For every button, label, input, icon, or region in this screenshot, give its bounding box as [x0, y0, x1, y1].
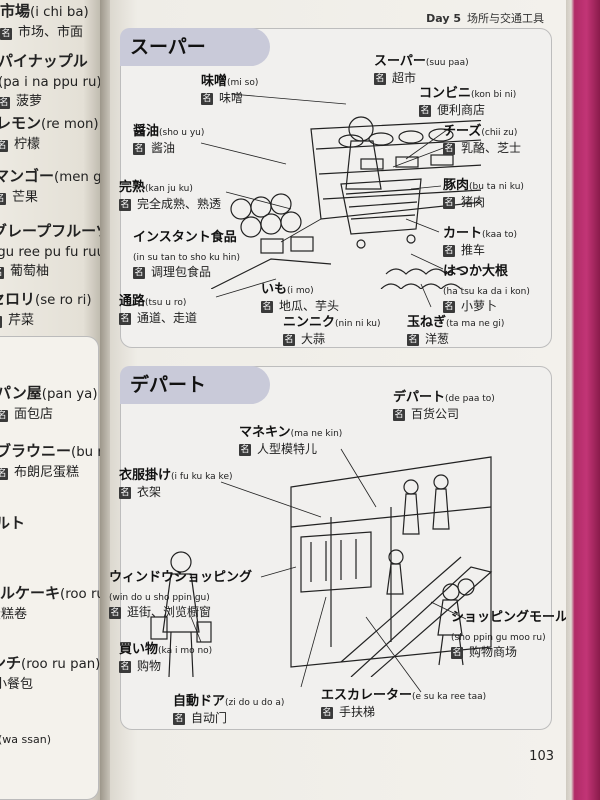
- noun-badge: 名: [133, 142, 145, 155]
- noun-badge: 名: [321, 706, 333, 719]
- left-item-grapefruit: グレープフルーツ(gu ree pu fu ruu tsu) 名葡萄柚: [0, 220, 104, 279]
- entry-ninniku: ニンニク(nin ni ku) 名大蒜: [283, 315, 381, 346]
- noun-badge: 名: [393, 408, 405, 421]
- left-item-lunch: ランチ(roo ru pan) 名小餐包: [0, 654, 101, 692]
- supermarket-illustration: [211, 116, 481, 289]
- department-section: デパート: [109, 366, 568, 730]
- left-item-tart: タルト: [0, 514, 26, 532]
- noun-badge: 名: [407, 333, 419, 346]
- noun-badge: 名: [173, 712, 185, 725]
- noun-badge: 名: [451, 647, 463, 660]
- noun-badge: 名: [443, 301, 455, 314]
- noun-badge: 名: [239, 443, 251, 456]
- book-page-edge: [566, 0, 600, 800]
- noun-badge: 名: [119, 198, 131, 211]
- entry-shouyu: 醤油(sho u yu) 名酱油: [133, 124, 205, 155]
- entry-tsuuro: 通路(tsu u ro) 名通道、走道: [119, 294, 198, 325]
- noun-badge: 名: [119, 660, 131, 673]
- left-page: 市場(i chi ba) 名市场、市面 パイナップル(pa i na ppu r…: [0, 0, 104, 800]
- noun-badge: 名: [443, 142, 455, 155]
- entry-imo: いも(i mo) 名地瓜、芋头: [261, 282, 340, 313]
- entry-escalator: エスカレーター(e su ka ree taa) 名手扶梯: [321, 688, 487, 719]
- noun-badge: 名: [119, 312, 131, 325]
- noun-badge: 名: [374, 72, 386, 85]
- entry-window-shopping: ウィンドウショッピング(win do u sho ppin gu) 名逛街、浏览…: [109, 570, 253, 620]
- entry-manekin: マネキン(ma ne kin) 名人型模特儿: [239, 425, 343, 456]
- page-number: 103: [529, 749, 554, 764]
- entry-tamanegi: 玉ねぎ(ta ma ne gi) 名洋葱: [407, 315, 505, 346]
- shopper-illustration: [150, 551, 212, 678]
- left-item-celery: セロリ(se ro ri) 名芹菜: [0, 288, 92, 328]
- entry-instant: インスタント食品(in su tan to sho ku hin) 名调理包食品: [133, 230, 241, 280]
- left-item-lemon: レモン(re mon) 名柠檬: [0, 112, 99, 152]
- entry-depaato: デパート(de paa to) 名百货公司: [393, 390, 495, 421]
- entry-chiizu: チーズ(chii zu) 名乳酪、芝士: [443, 124, 522, 155]
- noun-badge: 名: [201, 92, 213, 105]
- left-item-panya: パン屋(pan ya) 名面包店: [0, 382, 98, 422]
- left-item-wassan: (wa ssan): [0, 733, 51, 746]
- department-title: デパート: [120, 366, 270, 404]
- left-item-pineapple: パイナップル(pa i na ppu ru) 名菠萝: [0, 52, 102, 109]
- noun-badge: 名: [443, 244, 455, 257]
- entry-jidou-doa: 自動ドア(zi do u do a) 名自动门: [173, 694, 285, 725]
- entry-shopping-mall: ショッピングモール(sho ppin gu moo ru) 名购物商场: [451, 610, 569, 660]
- entry-butaniku: 豚肉(bu ta ni ku) 名猪肉: [443, 178, 524, 209]
- noun-badge: 名: [133, 267, 145, 280]
- noun-badge: 名: [283, 333, 295, 346]
- noun-badge: 名: [119, 486, 131, 499]
- left-item-mango: マンゴー(men goo) 名芒果: [0, 165, 104, 205]
- entry-kaato: カート(kaa to) 名推车: [443, 226, 518, 257]
- supermarket-leader-lines: [200, 93, 452, 308]
- left-item-rollcake: ロールケーキ(roo ru ke ki) 名蛋糕卷: [0, 584, 104, 622]
- entry-konbini: コンビニ(kon bi ni) 名便利商店: [419, 86, 517, 117]
- department-illustration: [290, 456, 493, 677]
- entry-ifukukake: 衣服掛け(i fu ku ka ke) 名衣架: [119, 468, 233, 499]
- left-section-panel: [0, 336, 99, 800]
- noun-badge: 名: [443, 196, 455, 209]
- noun-badge: 名: [109, 607, 121, 620]
- noun-badge: 名: [419, 104, 431, 117]
- supermarket-title: スーパー: [120, 28, 270, 66]
- noun-badge: 名: [261, 300, 273, 313]
- entry-suupaa: スーパー(suu paa) 名超市: [374, 54, 469, 85]
- entry-kaimono: 買い物(ka i mo no) 名购物: [119, 642, 213, 673]
- left-item-ichiba: 市場(i chi ba) 名市场、市面: [0, 2, 89, 40]
- entry-miso: 味噌(mi so) 名味噌: [201, 74, 259, 105]
- entry-kanjuku: 完熟(kan ju ku) 名完全成熟、熟透: [119, 180, 222, 211]
- supermarket-section: スーパー: [119, 28, 552, 348]
- department-leader-lines: [190, 448, 467, 693]
- entry-hatsuka: はつか大根(ha tsu ka da i kon) 名小萝卜: [443, 264, 530, 314]
